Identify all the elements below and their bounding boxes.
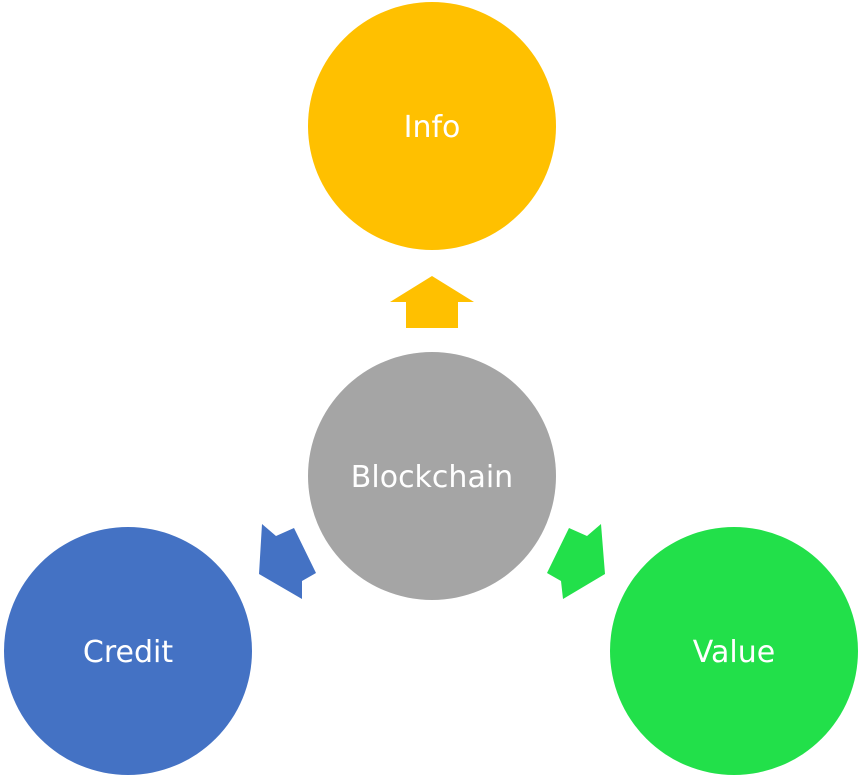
info-label: Info <box>404 110 461 145</box>
credit-label: Credit <box>83 635 173 670</box>
value-circle <box>610 527 858 775</box>
blockchain-node: Blockchain <box>308 352 556 600</box>
value-node: Value <box>610 527 858 775</box>
info-node: Info <box>308 2 556 250</box>
arrow-to-credit <box>259 524 316 599</box>
credit-circle <box>4 527 252 775</box>
value-label: Value <box>693 635 775 670</box>
blockchain-circle <box>308 352 556 600</box>
arrow-to-value <box>547 524 605 599</box>
info-circle <box>308 2 556 250</box>
arrow-to-info <box>390 276 474 328</box>
blockchain-label: Blockchain <box>351 460 513 495</box>
credit-node: Credit <box>4 527 252 775</box>
